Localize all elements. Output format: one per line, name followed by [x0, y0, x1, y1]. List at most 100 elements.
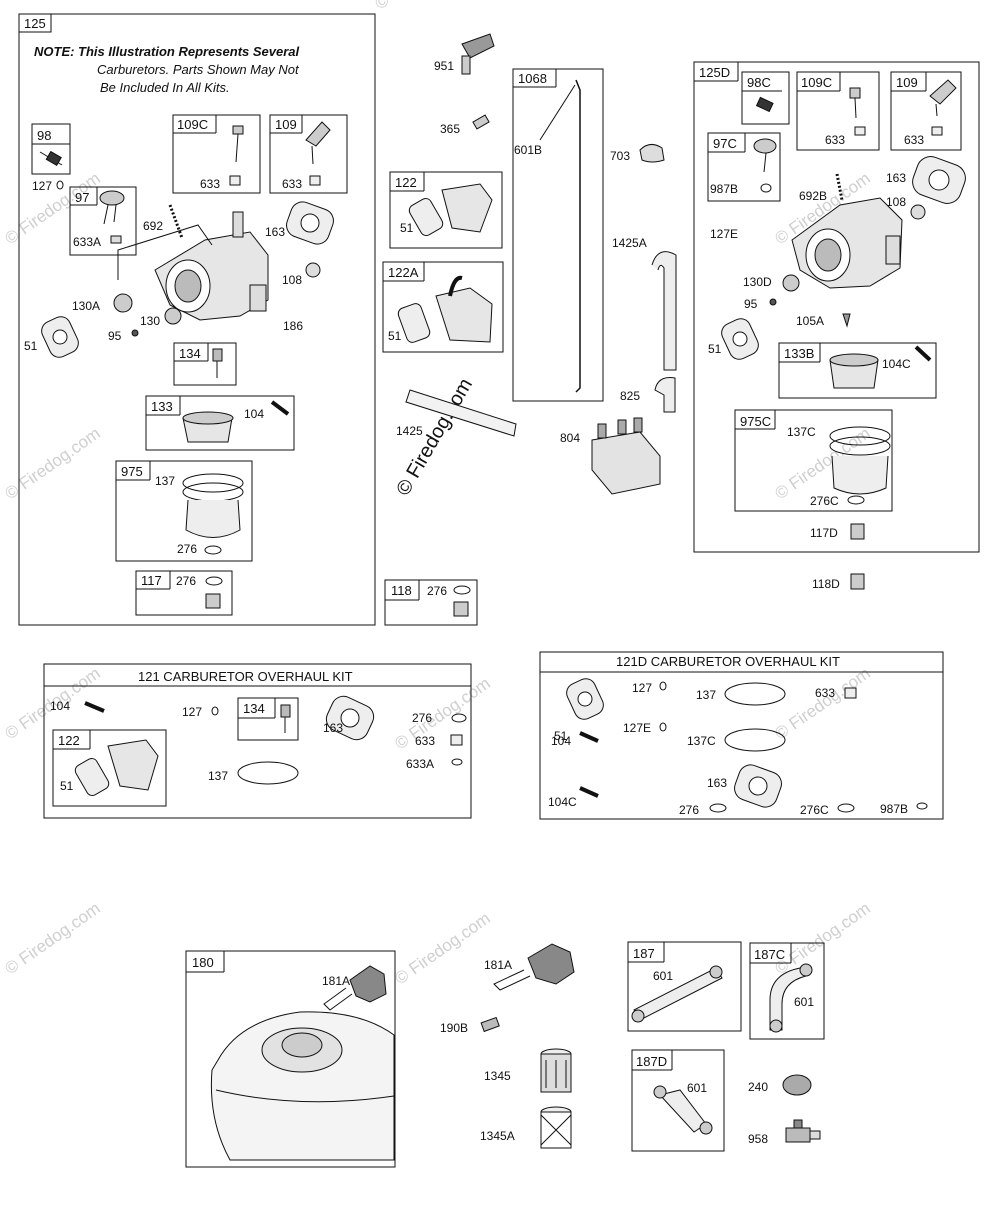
needle-head-icon [232, 125, 244, 135]
part-label-51: 51 [24, 339, 38, 353]
part-label-825: 825 [620, 389, 640, 403]
box-label-109C: 109C [801, 75, 832, 90]
part-label-633: 633 [904, 133, 924, 147]
solenoid-804 [591, 417, 661, 495]
fuel-pump-240-icon [782, 1074, 812, 1096]
subassembly-97c [707, 132, 781, 202]
part-label-601B: 601B [514, 143, 542, 157]
part-label-987B: 987B [710, 182, 738, 196]
fuel-cap-181a [493, 943, 575, 991]
part-label-51: 51 [554, 729, 568, 743]
part-label-365: 365 [440, 122, 460, 136]
frame-97 [69, 186, 137, 256]
watermark-group: © Firedog.com © Firedog.com © Firedog.co… [1, 0, 873, 988]
rod-icon [575, 79, 581, 393]
float-icon [99, 190, 125, 206]
part-label-137: 137 [155, 474, 175, 488]
box-label-97: 97 [75, 190, 89, 205]
part-label-1345: 1345 [484, 1069, 511, 1083]
part-label-127E: 127E [710, 227, 738, 241]
shaft-130-icon [164, 307, 182, 325]
bolt-icon [453, 601, 469, 617]
gasket-163-right [912, 156, 966, 204]
subassembly-109-right [890, 71, 962, 151]
part-label-276C: 276C [810, 494, 839, 508]
part-label-104C: 104C [882, 357, 911, 371]
screw-95-icon [131, 329, 139, 337]
spring-icon [168, 204, 184, 239]
box-label-187: 187 [633, 946, 655, 961]
part-label-276C: 276C [800, 803, 829, 817]
gasket-51 [41, 316, 79, 358]
part-label-633: 633 [815, 686, 835, 700]
subassembly-118 [384, 579, 478, 626]
note-line-3: Be Included In All Kits. [100, 80, 230, 95]
part-label-104: 104 [244, 407, 264, 421]
box-label-187D: 187D [636, 1054, 667, 1069]
part-label-181A: 181A [484, 958, 512, 972]
part-label-1425: 1425 [396, 424, 423, 438]
subassembly-109c-right [796, 71, 880, 151]
part-label-137C: 137C [687, 734, 716, 748]
watermark: © Firedog.com [1, 424, 103, 504]
screw-icon [45, 150, 62, 167]
needle-icon [842, 313, 851, 328]
frame-133b [778, 342, 937, 399]
subassembly-109 [269, 114, 348, 194]
box-label-133B: 133B [784, 346, 814, 361]
frame-134-kit [237, 697, 299, 741]
part-label-137: 137 [696, 688, 716, 702]
part-label-51: 51 [708, 342, 722, 356]
subassembly-97 [69, 186, 137, 256]
part-label-163: 163 [707, 776, 727, 790]
frame-975c [734, 409, 893, 512]
adapter-icon [435, 287, 493, 343]
part-label-190B: 190B [440, 1021, 468, 1035]
part-label-633: 633 [825, 133, 845, 147]
part-label-276: 276 [412, 711, 432, 725]
fuel-line-icon [651, 251, 677, 371]
part-label-137: 137 [208, 769, 228, 783]
subassembly-133b [778, 342, 937, 399]
frame-187d [631, 1049, 725, 1152]
adapter-icon [441, 183, 493, 233]
frame-kit-121d [539, 651, 944, 820]
shaft-130a-icon [113, 293, 133, 313]
part-label-130A: 130A [72, 299, 100, 313]
frame-134 [173, 342, 237, 386]
watermark: © Firedog.com [1, 899, 103, 979]
part-label-130: 130 [140, 314, 160, 328]
tag-125 [18, 13, 52, 33]
kit-title-121: 121 CARBURETOR OVERHAUL KIT [138, 669, 353, 684]
seal-icon [229, 175, 241, 186]
bowl-icon [831, 455, 889, 495]
part-label-163: 163 [265, 225, 285, 239]
frame-975 [115, 460, 253, 562]
washer-108 [305, 262, 321, 278]
box-label-134: 134 [243, 701, 265, 716]
part-label-137C: 137C [787, 425, 816, 439]
subassembly-117 [135, 570, 233, 616]
part-label-105A: 105A [796, 314, 824, 328]
frame-125 [18, 13, 376, 626]
part-label-51: 51 [400, 221, 414, 235]
part-label-104C: 104C [548, 795, 577, 809]
frame-117 [135, 570, 233, 616]
box-label-125: 125 [24, 16, 46, 31]
box-label-117: 117 [141, 573, 162, 588]
part-label-987B: 987B [880, 802, 908, 816]
part-label-118D: 118D [812, 577, 840, 591]
frame-98 [31, 123, 71, 175]
seat-icon [110, 235, 122, 244]
filter-1345 [540, 1048, 572, 1093]
box-label-122: 122 [58, 733, 80, 748]
frame-97c [707, 132, 781, 202]
box-label-134: 134 [179, 346, 201, 361]
watermark: © Firedog.com [391, 909, 493, 989]
part-label-601: 601 [794, 995, 814, 1009]
assembly-125d [693, 61, 980, 553]
box-label-97C: 97C [713, 136, 737, 151]
subassembly-122 [389, 171, 503, 249]
subassembly-98c [741, 71, 790, 125]
